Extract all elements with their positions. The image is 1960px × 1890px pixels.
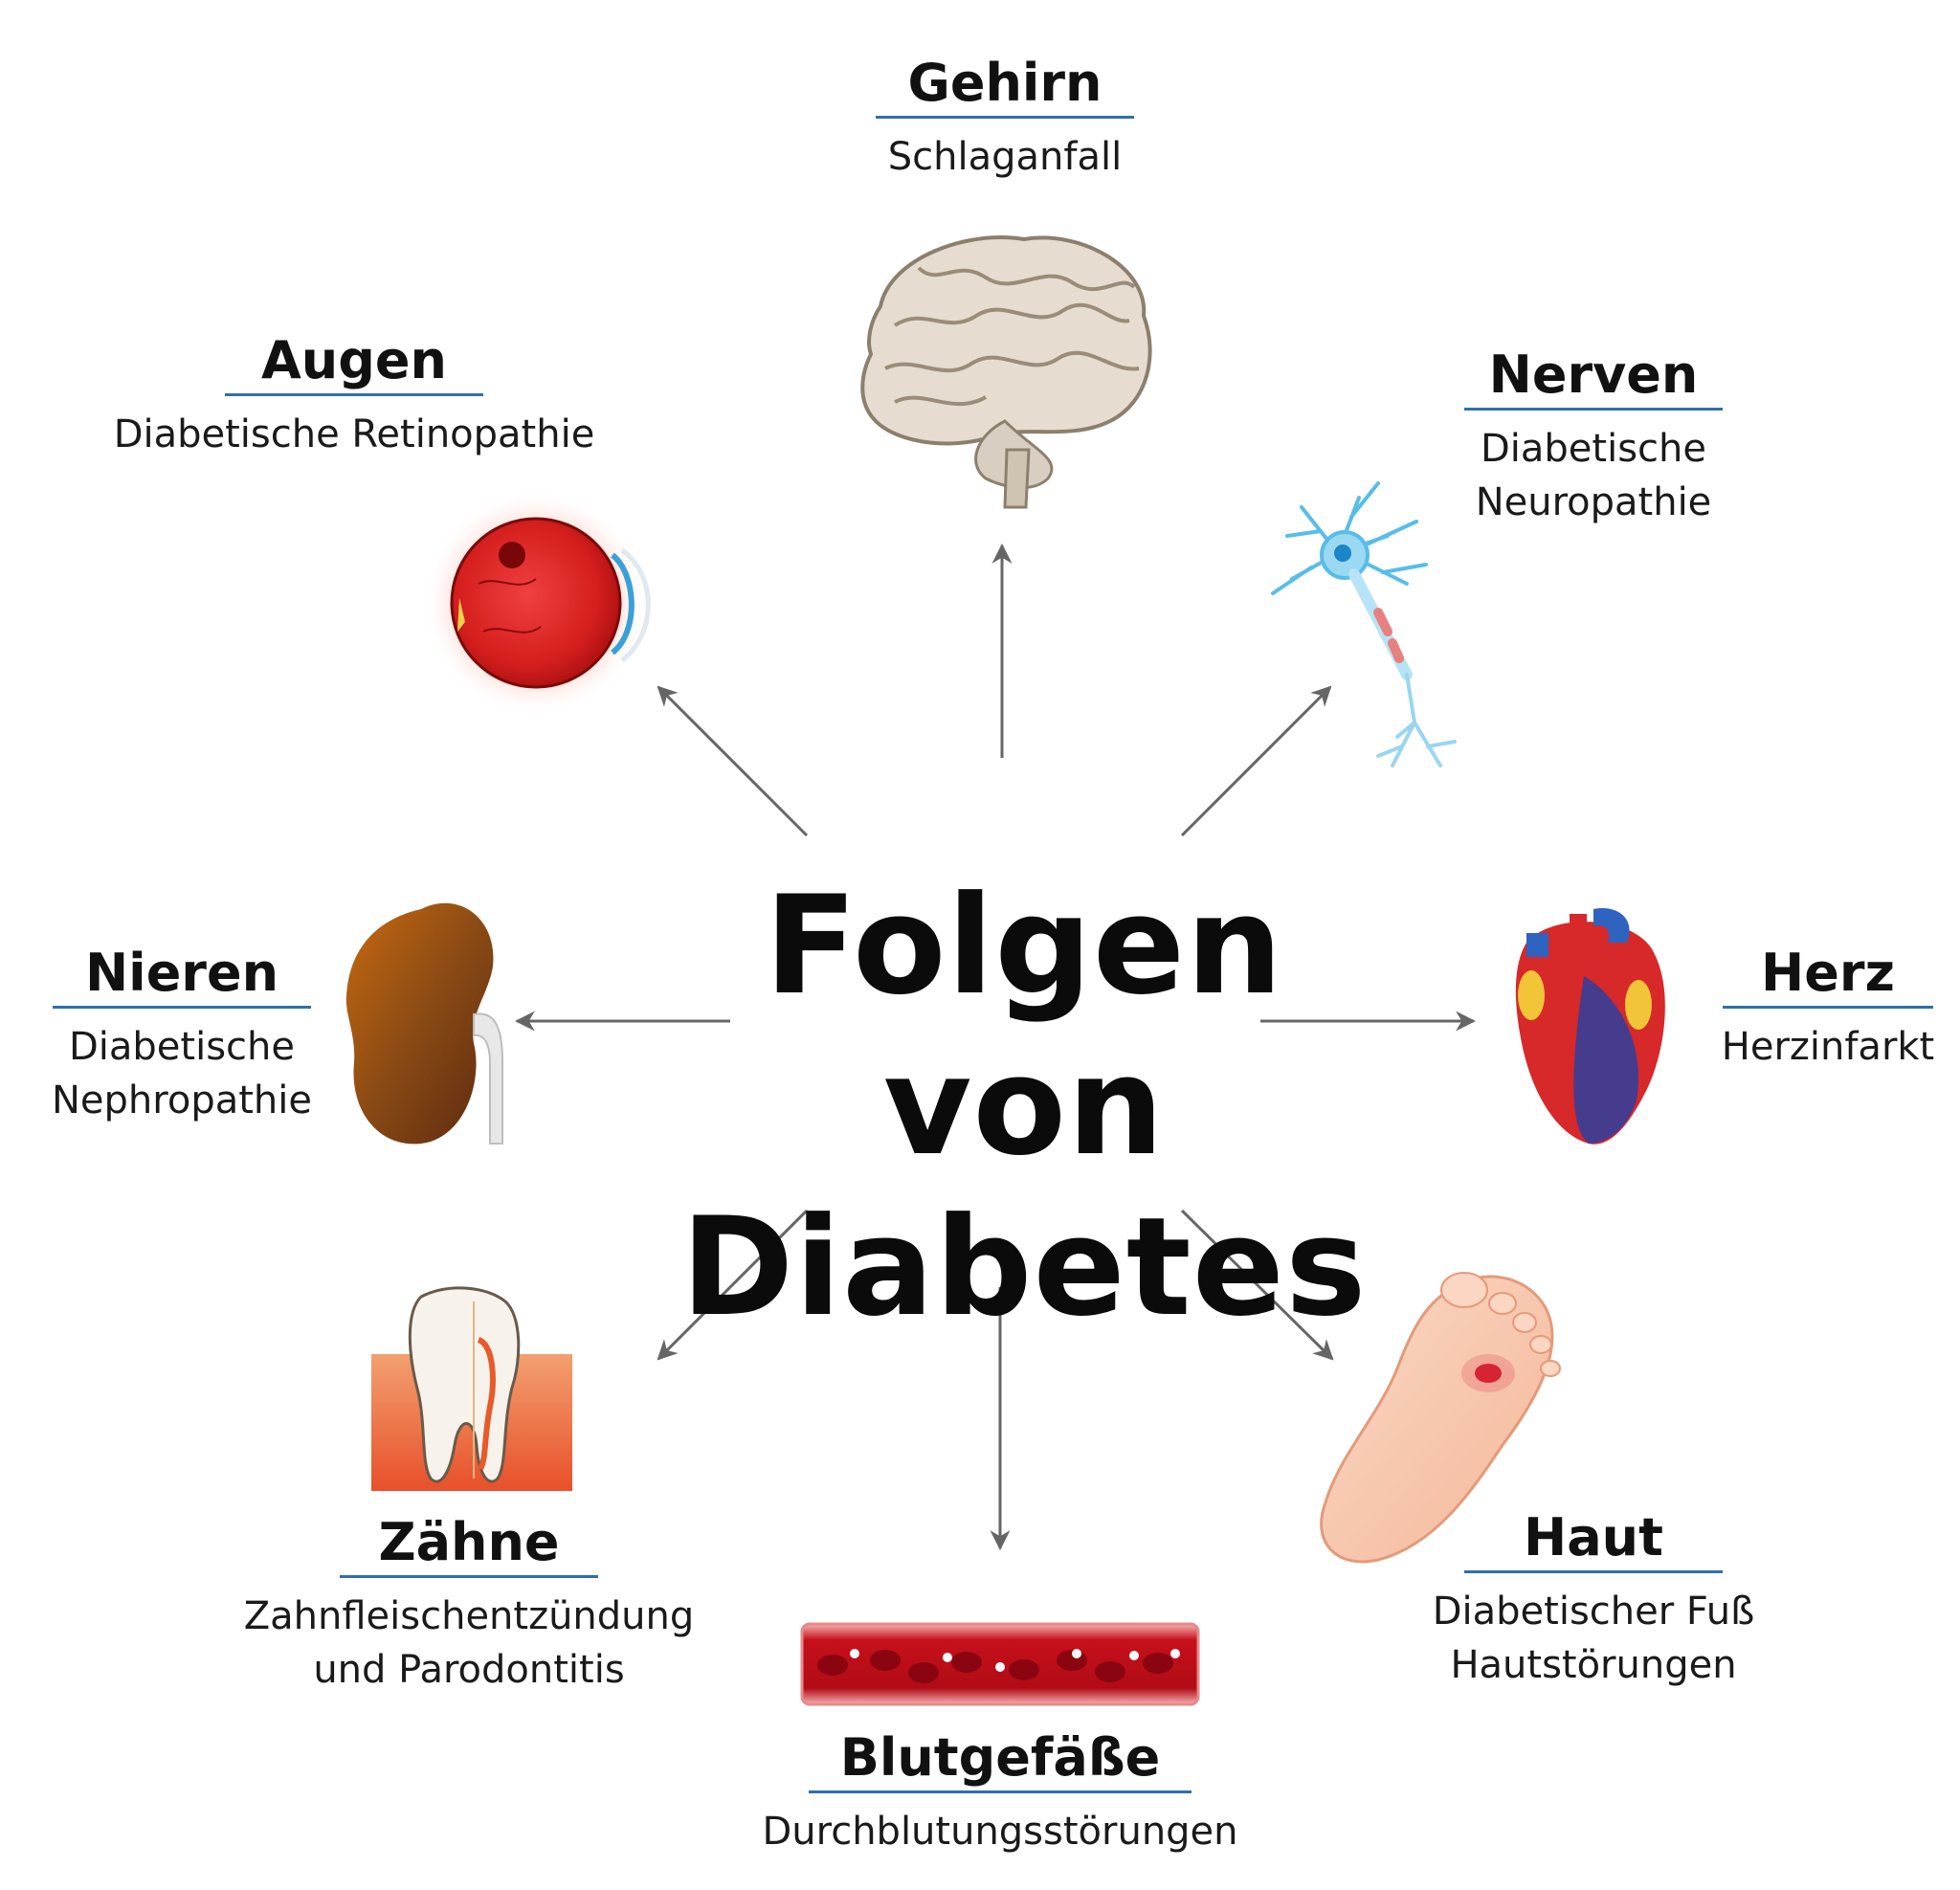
arrow-to-haut: [1180, 1209, 1334, 1361]
node-augen: Augen Diabetische Retinopathie: [96, 330, 612, 461]
title-underline: [53, 1006, 311, 1009]
node-title: Haut: [1524, 1507, 1663, 1568]
node-gehirn: Gehirn Schlaganfall: [823, 53, 1187, 184]
arrow-to-nerven: [1180, 685, 1332, 837]
neuron-icon: [1271, 481, 1457, 767]
tooth-icon: [371, 1286, 572, 1491]
node-haut: Haut Diabetischer Fuß Hautstörungen: [1407, 1507, 1780, 1692]
heart-icon: [1515, 908, 1665, 1145]
node-subtitle: Durchblutungsstörungen: [762, 1810, 1238, 1854]
node-blutgefaesse: Blutgefäße Durchblutungsstörungen: [746, 1727, 1254, 1858]
node-subtitle-line2: Nephropathie: [52, 1078, 312, 1123]
center-title: Folgen von Diabetes: [612, 866, 1436, 1348]
title-underline: [809, 1790, 1192, 1793]
node-subtitle: Herzinfarkt: [1721, 1025, 1935, 1069]
node-subtitle-line1: Diabetischer Fuß: [1432, 1590, 1755, 1634]
foot-icon: [1320, 1272, 1561, 1564]
node-subtitle-line1: Diabetische: [1480, 427, 1706, 471]
node-herz: Herz Herzinfarkt: [1704, 943, 1952, 1074]
blood-vessel-icon: [800, 1622, 1200, 1706]
node-title: Herz: [1761, 943, 1895, 1003]
title-underline: [876, 116, 1134, 119]
node-title: Augen: [261, 330, 447, 390]
node-title: Nerven: [1488, 345, 1699, 405]
title-underline: [225, 393, 483, 396]
kidney-icon: [345, 902, 503, 1145]
node-subtitle-line2: Neuropathie: [1475, 480, 1712, 524]
node-subtitle-line1: Zahnfleischentzündung: [243, 1594, 695, 1638]
node-title: Blutgefäße: [839, 1727, 1161, 1788]
title-underline: [1464, 1570, 1723, 1573]
node-zaehne: Zähne Zahnfleischentzündung und Parodont…: [220, 1512, 718, 1697]
node-title: Nieren: [84, 943, 279, 1003]
eye-icon: [423, 490, 651, 716]
node-nieren: Nieren Diabetische Nephropathie: [33, 943, 330, 1127]
node-title: Zähne: [378, 1512, 560, 1572]
center-title-line2: Diabetes: [680, 1189, 1368, 1346]
title-underline: [1723, 1006, 1933, 1009]
center-title-line1: Folgen von: [764, 867, 1284, 1186]
node-nerven: Nerven Diabetische Neuropathie: [1431, 345, 1756, 529]
node-subtitle: Schlaganfall: [887, 135, 1123, 179]
title-underline: [1464, 408, 1723, 411]
node-subtitle-line2: und Parodontitis: [313, 1648, 625, 1692]
node-title: Gehirn: [907, 53, 1102, 113]
arrow-to-augen: [657, 685, 809, 837]
brain-icon: [860, 235, 1152, 509]
arrow-to-zaehne: [657, 1209, 809, 1361]
title-underline: [340, 1575, 598, 1578]
node-subtitle-line2: Hautstörungen: [1450, 1643, 1737, 1687]
node-subtitle-line1: Diabetische: [68, 1025, 295, 1069]
node-subtitle: Diabetische Retinopathie: [113, 412, 595, 456]
